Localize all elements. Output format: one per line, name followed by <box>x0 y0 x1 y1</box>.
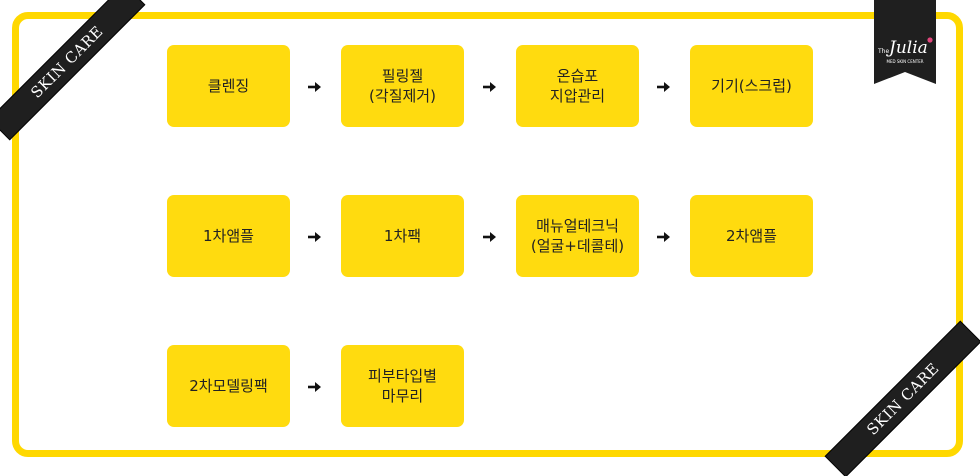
arrow-right-icon <box>308 382 321 392</box>
brand-logo: The Julia MED SKIN CENTER <box>874 0 936 84</box>
step-device-scrub: 기기(스크럽) <box>690 45 813 127</box>
step-finishing-by-skin-type: 피부타입별 마무리 <box>341 345 464 427</box>
arrow-right-icon <box>483 82 496 92</box>
step-cleansing: 클렌징 <box>167 45 290 127</box>
step-second-modeling-pack: 2차모델링팩 <box>167 345 290 427</box>
step-first-pack: 1차팩 <box>341 195 464 277</box>
logo-tag-icon: The Julia MED SKIN CENTER <box>874 0 936 84</box>
logo-tagline: MED SKIN CENTER <box>887 59 924 64</box>
step-peeling-gel: 필링젤 (각질제거) <box>341 45 464 127</box>
step-manual-technique: 매뉴얼테크닉 (얼굴+데콜테) <box>516 195 639 277</box>
step-warm-compress: 온습포 지압관리 <box>516 45 639 127</box>
arrow-right-icon <box>308 232 321 242</box>
logo-name: Julia <box>886 38 928 58</box>
arrow-right-icon <box>483 232 496 242</box>
arrow-right-icon <box>308 82 321 92</box>
step-first-ampoule: 1차앰플 <box>167 195 290 277</box>
arrow-right-icon <box>657 82 670 92</box>
logo-prefix: The <box>877 48 889 55</box>
step-second-ampoule: 2차앰플 <box>690 195 813 277</box>
arrow-right-icon <box>657 232 670 242</box>
